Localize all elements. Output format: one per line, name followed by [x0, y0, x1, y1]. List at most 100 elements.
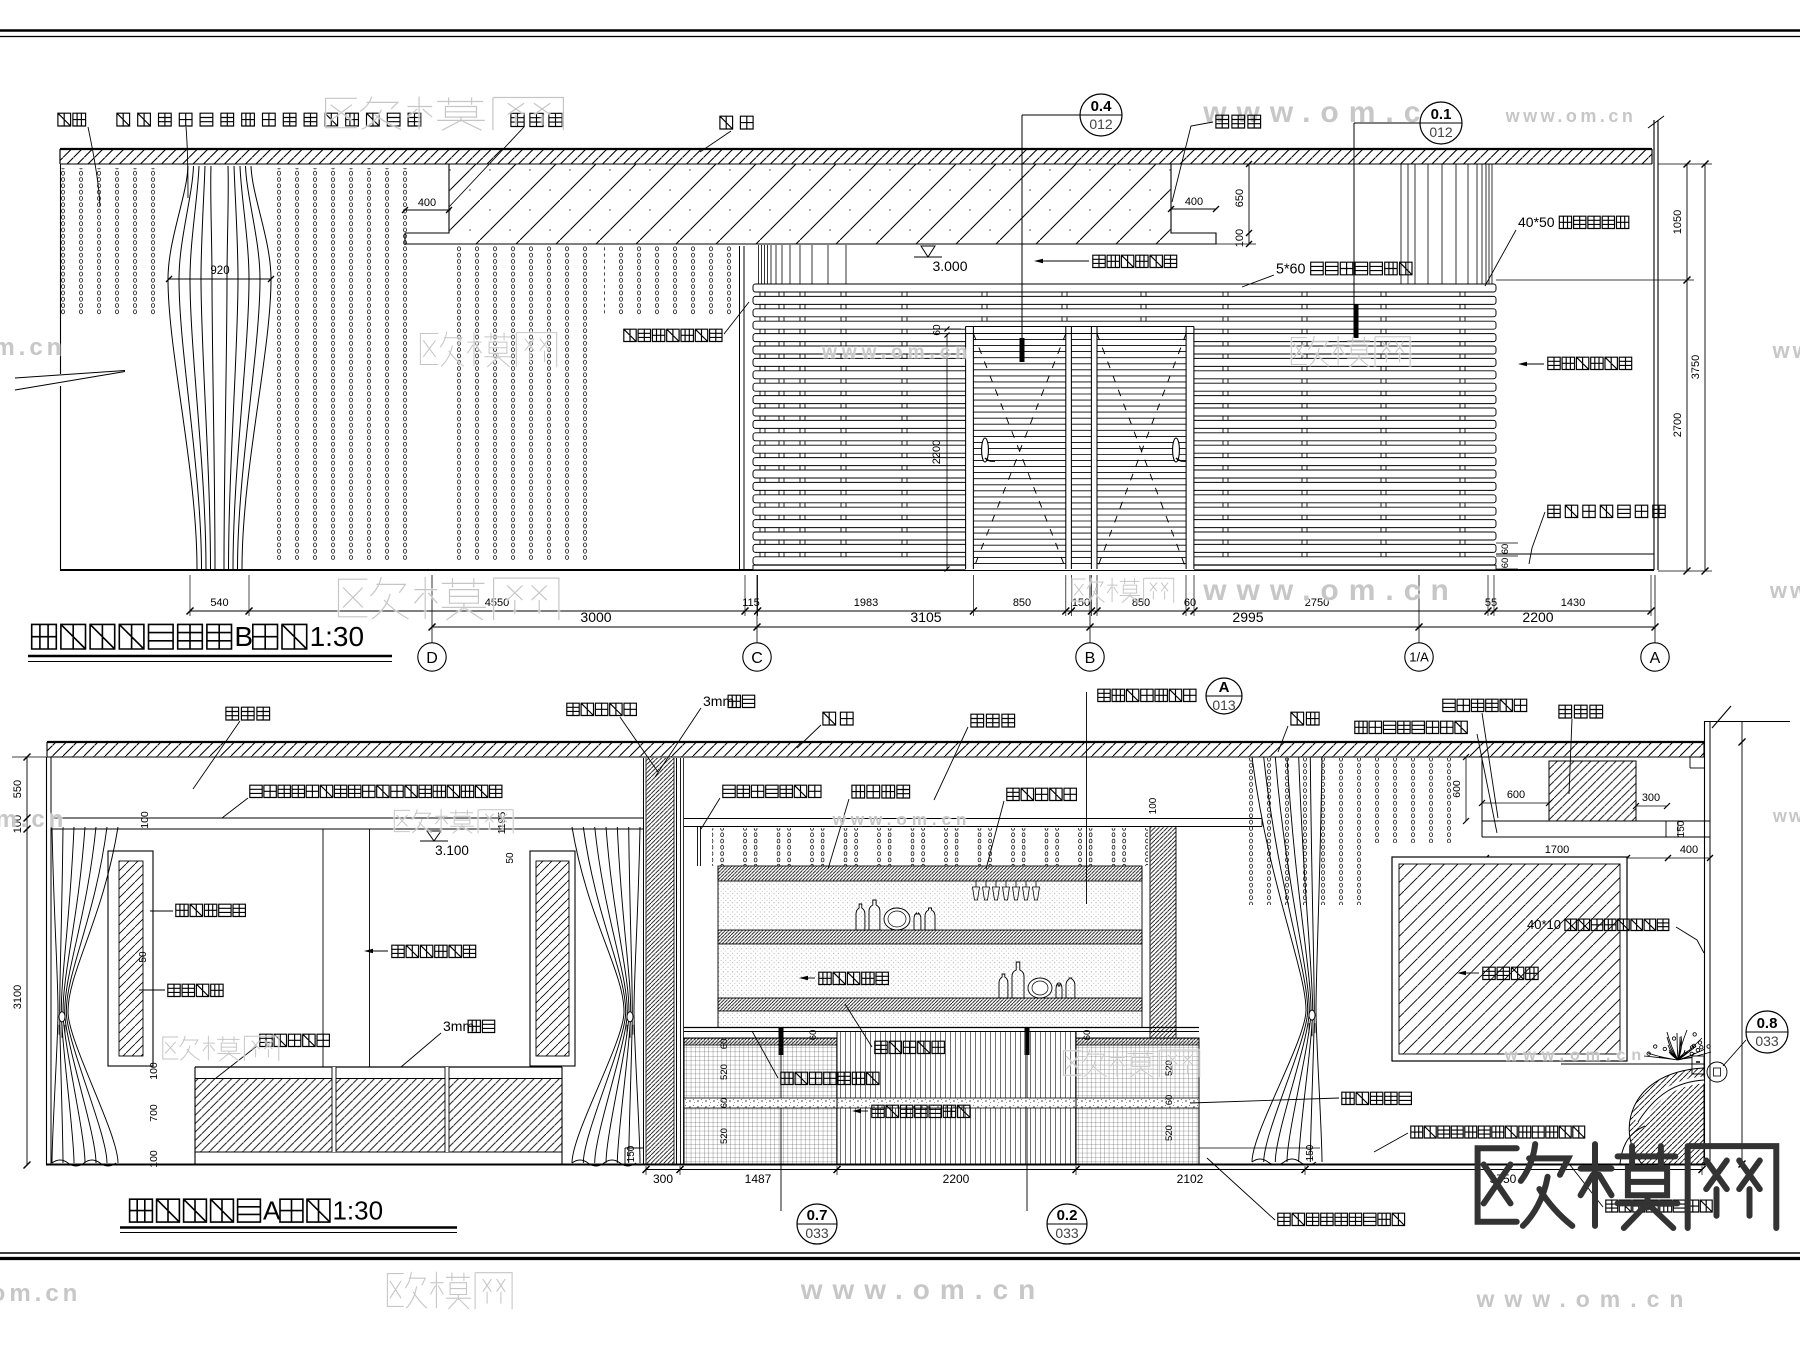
- svg-text:100: 100: [148, 1150, 160, 1168]
- svg-text:1195: 1195: [496, 812, 508, 835]
- svg-text:60: 60: [719, 1098, 730, 1109]
- svg-text:1700: 1700: [1545, 844, 1569, 856]
- svg-text:60: 60: [932, 324, 943, 336]
- svg-text:0.1: 0.1: [1431, 106, 1452, 123]
- svg-text:100: 100: [148, 1062, 160, 1080]
- svg-text:150: 150: [1072, 597, 1090, 609]
- svg-text:300: 300: [653, 1172, 673, 1186]
- svg-text:www.om.cn: www.om.cn: [821, 342, 972, 363]
- svg-text:012: 012: [1089, 116, 1113, 132]
- svg-text:850: 850: [1132, 597, 1150, 609]
- svg-text:2200: 2200: [931, 440, 943, 464]
- svg-text:033: 033: [805, 1225, 829, 1241]
- svg-text:www.om.cn: www.om.cn: [832, 810, 972, 829]
- svg-text:2995: 2995: [1232, 609, 1263, 625]
- svg-text:50: 50: [138, 951, 149, 963]
- svg-text:C: C: [751, 650, 763, 667]
- svg-text:850: 850: [1013, 597, 1031, 609]
- svg-text:www.: www.: [1772, 806, 1800, 826]
- svg-text:1:30: 1:30: [310, 621, 365, 652]
- svg-text:920: 920: [210, 265, 229, 277]
- svg-text:1:30: 1:30: [332, 1195, 383, 1225]
- svg-text:60: 60: [1500, 558, 1511, 569]
- svg-text:3.000: 3.000: [932, 258, 967, 274]
- svg-text:www: www: [1769, 578, 1800, 603]
- svg-text:www.om.cn: www.om.cn: [832, 810, 972, 829]
- svg-text:60: 60: [1184, 597, 1196, 609]
- svg-text:om.cn: om.cn: [0, 806, 67, 833]
- svg-text:www.om.cn: www.om.cn: [1202, 574, 1459, 607]
- svg-text:2200: 2200: [943, 1172, 970, 1186]
- svg-text:150: 150: [1676, 820, 1687, 837]
- svg-text:3105: 3105: [910, 609, 941, 625]
- svg-text:150: 150: [626, 1145, 637, 1162]
- svg-text:115: 115: [742, 597, 760, 609]
- svg-text:550: 550: [12, 780, 24, 798]
- svg-text:2200: 2200: [1522, 609, 1553, 625]
- svg-text:60: 60: [1164, 1095, 1175, 1106]
- svg-text:55: 55: [1485, 597, 1497, 609]
- svg-text:2102: 2102: [1177, 1172, 1204, 1186]
- svg-text:www.: www.: [1772, 806, 1800, 826]
- svg-text:2750: 2750: [1305, 597, 1329, 609]
- svg-text:1487: 1487: [745, 1172, 772, 1186]
- svg-text:60: 60: [719, 1039, 730, 1050]
- svg-text:1/A: 1/A: [1409, 650, 1429, 665]
- svg-text:400: 400: [1185, 196, 1203, 208]
- svg-text:0.7: 0.7: [807, 1207, 828, 1224]
- svg-text:A: A: [1650, 650, 1661, 667]
- svg-text:om.cn: om.cn: [0, 1280, 81, 1307]
- svg-text:B: B: [1085, 650, 1096, 667]
- svg-text:D: D: [426, 650, 438, 667]
- svg-text:100: 100: [1234, 229, 1246, 247]
- svg-text:520: 520: [1164, 1060, 1175, 1076]
- svg-text:100: 100: [139, 811, 151, 829]
- svg-text:650: 650: [1234, 189, 1246, 207]
- svg-text:40*50: 40*50: [1518, 214, 1555, 230]
- svg-text:www.om.cn: www.om.cn: [1202, 574, 1459, 607]
- svg-text:600: 600: [1507, 789, 1525, 801]
- svg-text:012: 012: [1429, 124, 1453, 140]
- svg-text:www.om.cn: www.om.cn: [1504, 1047, 1647, 1064]
- svg-text:150: 150: [1305, 1144, 1316, 1161]
- svg-text:A: A: [1219, 679, 1230, 696]
- svg-text:www.om.cn: www.om.cn: [821, 342, 972, 363]
- svg-text:A: A: [263, 1195, 281, 1225]
- svg-text:3000: 3000: [580, 609, 611, 625]
- svg-text:520: 520: [1164, 1125, 1175, 1141]
- svg-text:www.o: www.o: [1771, 338, 1800, 363]
- svg-text:520: 520: [719, 1064, 730, 1080]
- svg-text:www.o: www.o: [1771, 338, 1800, 363]
- svg-text:013: 013: [1212, 697, 1236, 713]
- svg-text:5*60: 5*60: [1276, 261, 1305, 277]
- svg-text:3100: 3100: [12, 985, 24, 1009]
- svg-text:www: www: [1769, 578, 1800, 603]
- svg-text:400: 400: [1680, 844, 1698, 856]
- svg-text:om.cn: om.cn: [0, 334, 65, 361]
- svg-text:om.cn: om.cn: [0, 334, 65, 361]
- svg-text:400: 400: [418, 197, 436, 209]
- svg-text:033: 033: [1755, 1033, 1779, 1049]
- svg-text:om.cn: om.cn: [0, 1280, 81, 1307]
- svg-text:www.om.cn: www.om.cn: [1504, 1047, 1647, 1064]
- svg-text:033: 033: [1055, 1225, 1079, 1241]
- svg-text:om.cn: om.cn: [0, 806, 67, 833]
- svg-text:0.2: 0.2: [1057, 1207, 1078, 1224]
- svg-text:1430: 1430: [1561, 597, 1585, 609]
- svg-text:60: 60: [1082, 1030, 1093, 1041]
- svg-text:B: B: [234, 621, 253, 652]
- svg-text:60: 60: [1500, 544, 1511, 555]
- svg-text:3.100: 3.100: [435, 843, 469, 858]
- svg-text:40*10: 40*10: [1527, 917, 1561, 932]
- svg-text:4550: 4550: [485, 597, 509, 609]
- svg-text:540: 540: [210, 597, 228, 609]
- svg-text:520: 520: [719, 1128, 730, 1144]
- svg-text:3750: 3750: [1690, 355, 1702, 379]
- svg-text:www.om.cn: www.om.cn: [1505, 106, 1637, 126]
- svg-text:2700: 2700: [1672, 413, 1684, 437]
- svg-text:0.8: 0.8: [1757, 1015, 1778, 1032]
- svg-text:300: 300: [1642, 792, 1660, 804]
- svg-text:100: 100: [1148, 797, 1159, 814]
- svg-text:3mm: 3mm: [703, 693, 734, 709]
- svg-text:600: 600: [1451, 780, 1463, 798]
